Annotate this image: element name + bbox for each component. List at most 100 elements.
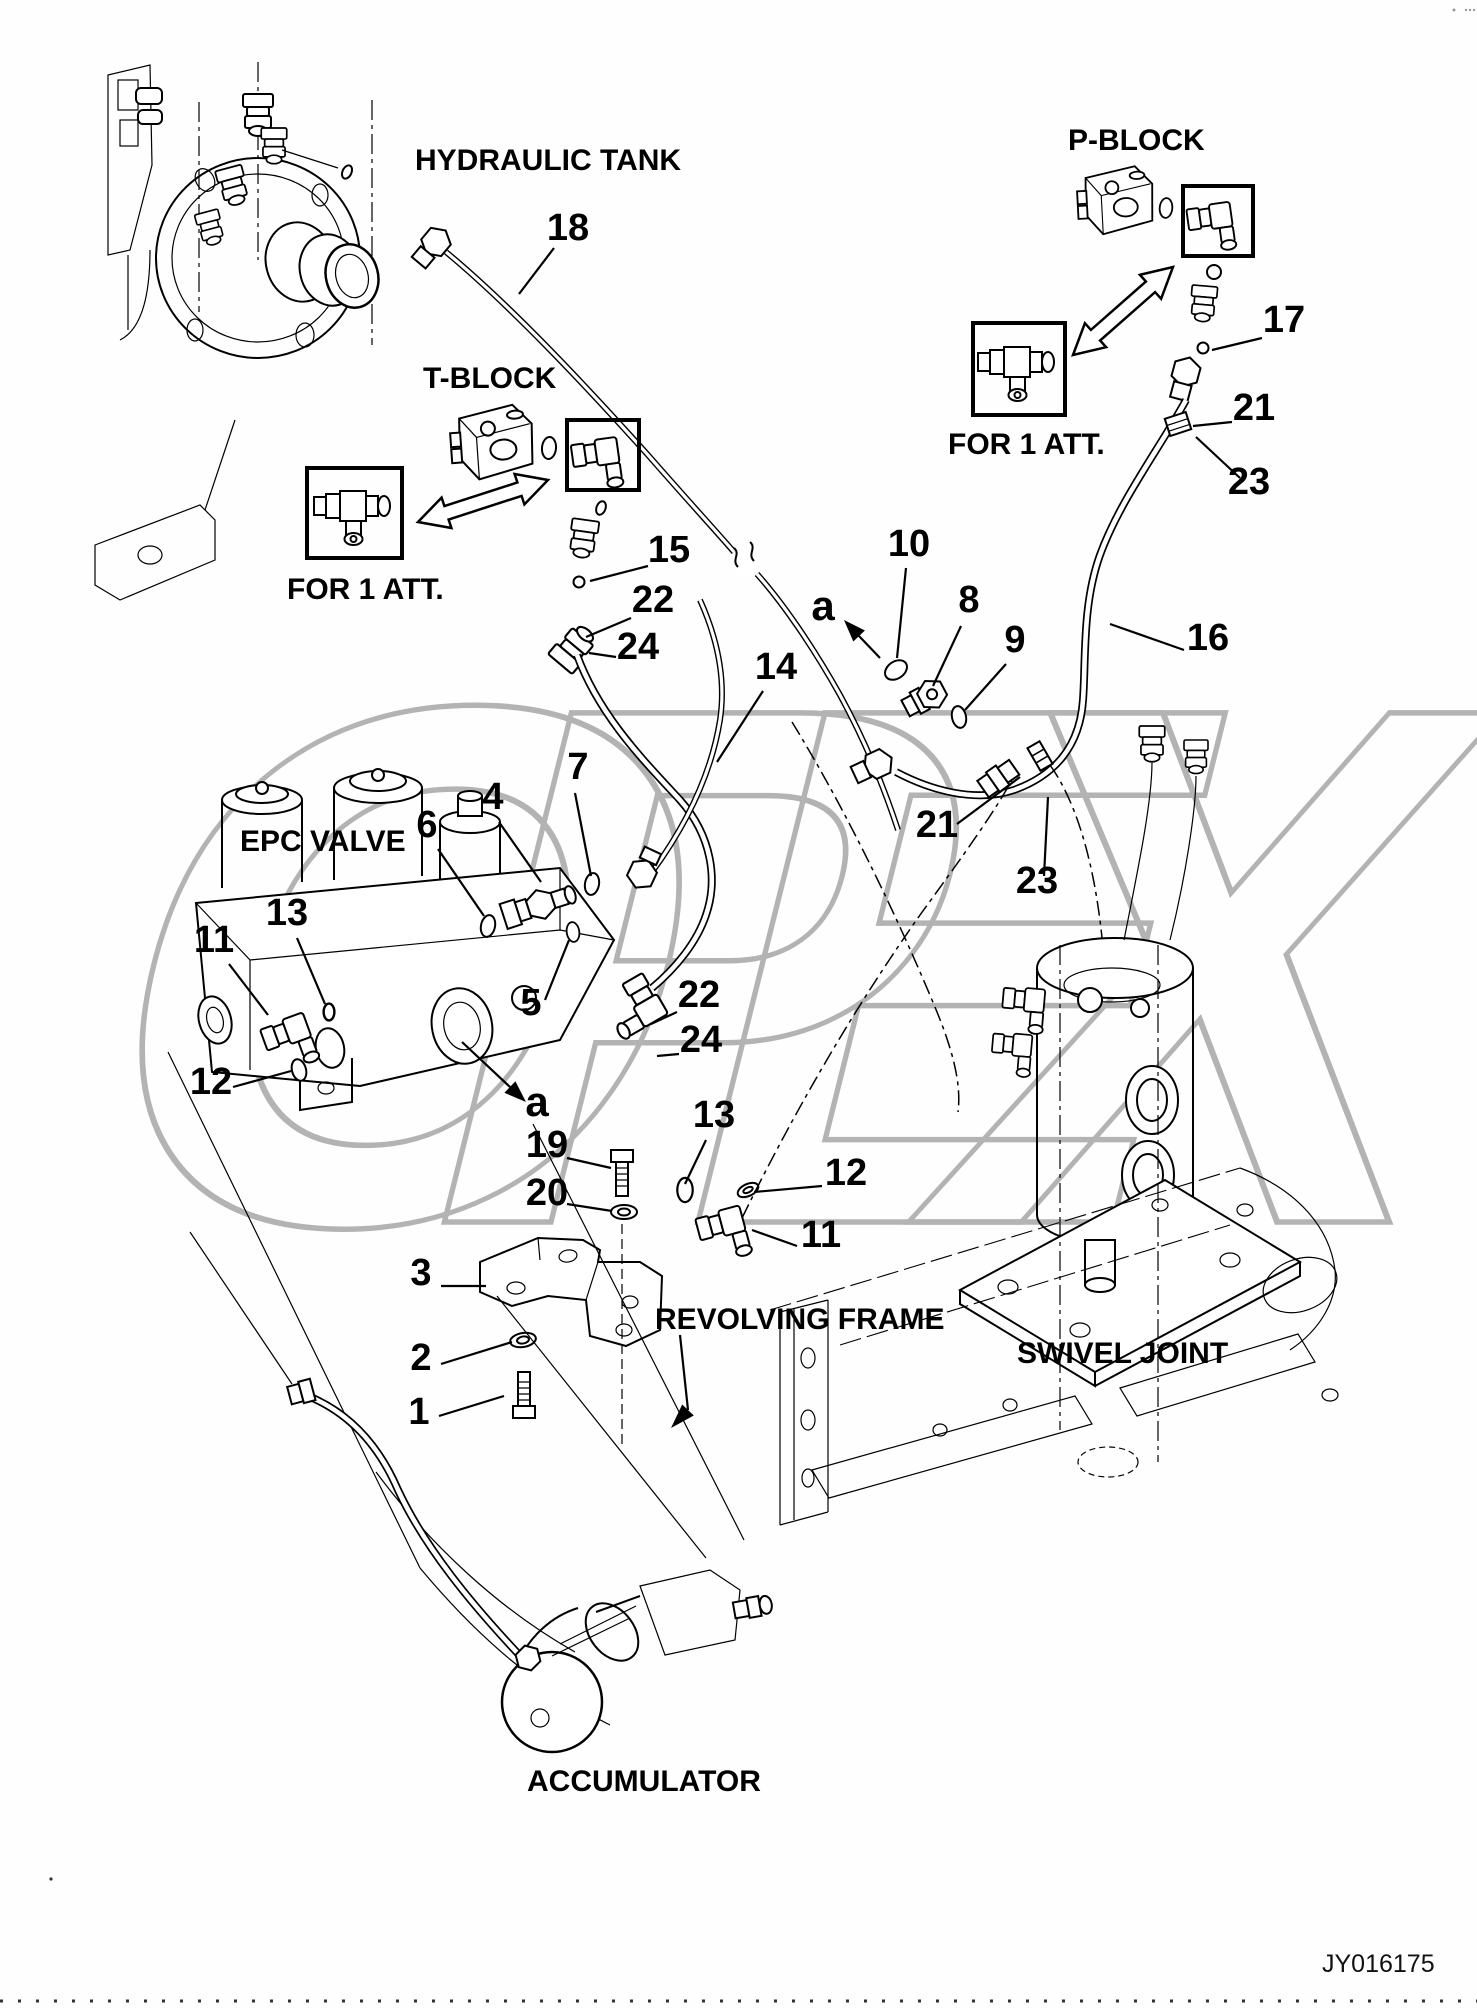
fitting-4-drawing bbox=[498, 885, 577, 931]
view-arrow-icon bbox=[504, 1081, 526, 1102]
plug-10-drawing bbox=[884, 659, 908, 681]
for-1-att-left-box bbox=[305, 466, 404, 560]
part-label-20: 20 bbox=[526, 1172, 568, 1214]
view-label-a-2: a bbox=[525, 1078, 549, 1125]
revolving-frame-drawing bbox=[167, 1051, 1339, 1726]
section-label-epc-valve: EPC VALVE bbox=[240, 825, 406, 858]
pipe-14-drawing bbox=[625, 598, 725, 889]
part-label-19: 19 bbox=[526, 1124, 568, 1166]
hose-clamp-icon bbox=[1026, 739, 1054, 773]
part-leader-11 bbox=[751, 1228, 798, 1248]
part-label-21: 21 bbox=[916, 804, 958, 846]
part-label-3: 3 bbox=[410, 1252, 431, 1294]
part-leader-14 bbox=[716, 690, 764, 763]
part-label-8: 8 bbox=[958, 579, 979, 621]
part-label-18: 18 bbox=[547, 207, 589, 249]
part-label-14: 14 bbox=[755, 646, 797, 688]
view-a-arrow-2 bbox=[461, 1041, 526, 1102]
t-block-drawing bbox=[305, 402, 641, 676]
part-leader-22 bbox=[585, 616, 632, 639]
part-label-22: 22 bbox=[678, 974, 720, 1016]
part-label-7: 7 bbox=[567, 746, 588, 788]
hydraulic-tank-drawing bbox=[94, 62, 380, 601]
part-label-24: 24 bbox=[680, 1019, 722, 1061]
hose-t-block-drawing bbox=[573, 653, 716, 992]
part-label-11: 11 bbox=[801, 1214, 841, 1256]
frame-pointer-arrow-icon bbox=[671, 1404, 694, 1428]
part-leader-12 bbox=[232, 1069, 292, 1089]
section-label-swivel-joint: SWIVEL JOINT bbox=[1017, 1337, 1228, 1370]
part-leader-8 bbox=[932, 625, 962, 687]
part-label-4: 4 bbox=[482, 776, 503, 818]
part-leader-23 bbox=[1195, 436, 1241, 479]
hose-clamp-icon bbox=[1163, 410, 1193, 438]
part-label-15: 15 bbox=[648, 529, 690, 571]
bracket-3-drawing bbox=[479, 1236, 664, 1348]
section-label-accumulator: ACCUMULATOR bbox=[527, 1765, 761, 1798]
doc-number: JY016175 bbox=[1322, 1950, 1435, 1978]
part-leader-13 bbox=[684, 1139, 707, 1185]
nut-20-drawing bbox=[610, 1204, 638, 1220]
part-leader-1 bbox=[438, 1394, 505, 1418]
part-leader-13 bbox=[295, 937, 327, 1005]
hose-18-drawing bbox=[410, 226, 901, 831]
part-label-5: 5 bbox=[520, 982, 541, 1024]
bracket-assembly-drawing bbox=[479, 1123, 745, 1559]
part-leader-21 bbox=[1192, 420, 1233, 428]
part-leader-18 bbox=[518, 247, 555, 295]
part-leader-12 bbox=[753, 1184, 823, 1194]
part-leader-19 bbox=[566, 1156, 612, 1170]
part-leader-23 bbox=[1042, 796, 1050, 877]
view-a-arrow-1 bbox=[844, 620, 881, 659]
swivel-joint-drawing bbox=[957, 725, 1303, 1478]
section-label-revolving-frame: REVOLVING FRAME bbox=[655, 1303, 944, 1336]
part-label-22: 22 bbox=[632, 579, 674, 621]
part-label-23: 23 bbox=[1228, 461, 1270, 503]
part-leader-7 bbox=[573, 792, 593, 877]
part-label-17: 17 bbox=[1263, 299, 1305, 341]
part-leader-24 bbox=[656, 1052, 680, 1058]
part-label-13: 13 bbox=[693, 1094, 735, 1136]
part-leader-20 bbox=[566, 1202, 613, 1213]
part-leader-21 bbox=[956, 776, 1021, 825]
part-label-23: 23 bbox=[1016, 860, 1058, 902]
part-leader-4 bbox=[498, 821, 542, 883]
part-leader-6 bbox=[437, 848, 485, 917]
part-leader-22 bbox=[650, 1011, 678, 1025]
t-block-fitting-box bbox=[565, 418, 641, 492]
part-label-16: 16 bbox=[1187, 617, 1229, 659]
part-label-12: 12 bbox=[190, 1061, 232, 1103]
section-label-p-block: P-BLOCK bbox=[1068, 124, 1205, 157]
part-leader-2 bbox=[440, 1340, 513, 1366]
section-label-for-1-att-left: FOR 1 ATT. bbox=[287, 573, 444, 606]
fitting-8-drawing bbox=[884, 659, 970, 731]
part-label-6: 6 bbox=[416, 804, 437, 846]
part-label-9: 9 bbox=[1004, 619, 1025, 661]
swap-arrow-icon bbox=[1071, 265, 1175, 357]
part-label-13: 13 bbox=[266, 892, 308, 934]
part-label-11: 11 bbox=[194, 919, 234, 961]
part-leader-24 bbox=[588, 651, 617, 659]
oring-13-drawing bbox=[322, 1002, 336, 1022]
part-label-24: 24 bbox=[617, 626, 659, 668]
part-label-1: 1 bbox=[408, 1391, 429, 1433]
p-block-drawing bbox=[971, 164, 1255, 417]
revolving-frame-leader bbox=[678, 1334, 690, 1411]
part-leader-17 bbox=[1211, 336, 1263, 352]
for-1-att-right-box bbox=[971, 321, 1067, 417]
part-leader-15 bbox=[589, 564, 649, 583]
section-label-hydraulic-tank: HYDRAULIC TANK bbox=[415, 144, 681, 177]
part-label-21: 21 bbox=[1233, 387, 1275, 429]
part-leader-16 bbox=[1109, 622, 1185, 652]
part-label-10: 10 bbox=[888, 523, 930, 565]
part-leader-5 bbox=[543, 939, 571, 1001]
view-arrow-icon bbox=[844, 620, 865, 642]
part-label-12: 12 bbox=[825, 1152, 867, 1194]
part-leader-10 bbox=[895, 567, 908, 659]
accumulator-drawing bbox=[285, 1377, 773, 1754]
part-leader-9 bbox=[964, 663, 1007, 711]
